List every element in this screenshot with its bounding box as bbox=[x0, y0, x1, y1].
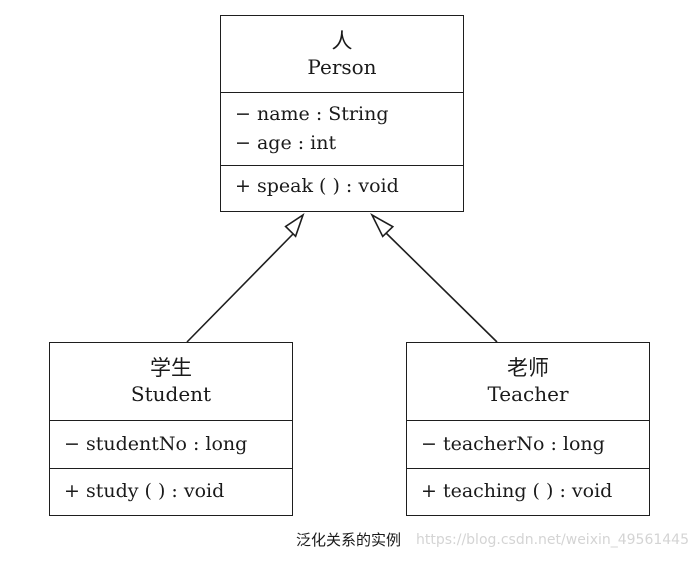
student-operations: + study ( ) : void bbox=[50, 469, 292, 506]
person-attribute-age: − age : int bbox=[235, 132, 337, 154]
generalization-arrowhead-teacher bbox=[370, 213, 395, 238]
teacher-class: 老师 Teacher − teacherNo : long + teaching… bbox=[406, 342, 650, 516]
source-watermark: https://blog.csdn.net/weixin_49561445 bbox=[415, 532, 689, 548]
student-class-name: Student bbox=[130, 382, 212, 406]
person-attributes: − name : String − age : int bbox=[221, 93, 463, 166]
caption-title: 泛化关系的实例 bbox=[295, 531, 401, 549]
teacher-class-name: Teacher bbox=[487, 382, 569, 406]
teacher-class-header: 老师 Teacher bbox=[407, 343, 649, 421]
student-to-person-generalization bbox=[186, 213, 305, 343]
student-class-chinese-name: 学生 bbox=[150, 356, 192, 380]
teacher-operation-teaching: + teaching ( ) : void bbox=[421, 480, 613, 502]
person-class-name: Person bbox=[307, 55, 377, 79]
student-operation-study: + study ( ) : void bbox=[64, 480, 225, 502]
person-attribute-name: − name : String bbox=[235, 103, 389, 125]
figure-caption: 泛化关系的实例 bbox=[0, 530, 697, 550]
teacher-attributes: − teacherNo : long bbox=[407, 421, 649, 469]
person-operation-speak: + speak ( ) : void bbox=[235, 175, 399, 197]
generalization-line-student bbox=[186, 233, 294, 343]
person-class: 人 Person − name : String − age : int + s… bbox=[220, 15, 464, 212]
person-class-chinese-name: 人 bbox=[331, 29, 353, 53]
teacher-class-chinese-name: 老师 bbox=[507, 356, 549, 380]
generalization-arrowhead-student bbox=[284, 213, 305, 238]
teacher-operations: + teaching ( ) : void bbox=[407, 469, 649, 506]
student-attributes: − studentNo : long bbox=[50, 421, 292, 469]
teacher-attribute-teacherno: − teacherNo : long bbox=[421, 433, 605, 455]
student-class: 学生 Student − studentNo : long + study ( … bbox=[49, 342, 293, 516]
teacher-to-person-generalization bbox=[370, 213, 498, 343]
person-operations: + speak ( ) : void bbox=[221, 166, 463, 201]
student-attribute-studentno: − studentNo : long bbox=[64, 433, 248, 455]
person-class-header: 人 Person bbox=[221, 16, 463, 93]
generalization-line-teacher bbox=[383, 230, 498, 343]
student-class-header: 学生 Student bbox=[50, 343, 292, 421]
